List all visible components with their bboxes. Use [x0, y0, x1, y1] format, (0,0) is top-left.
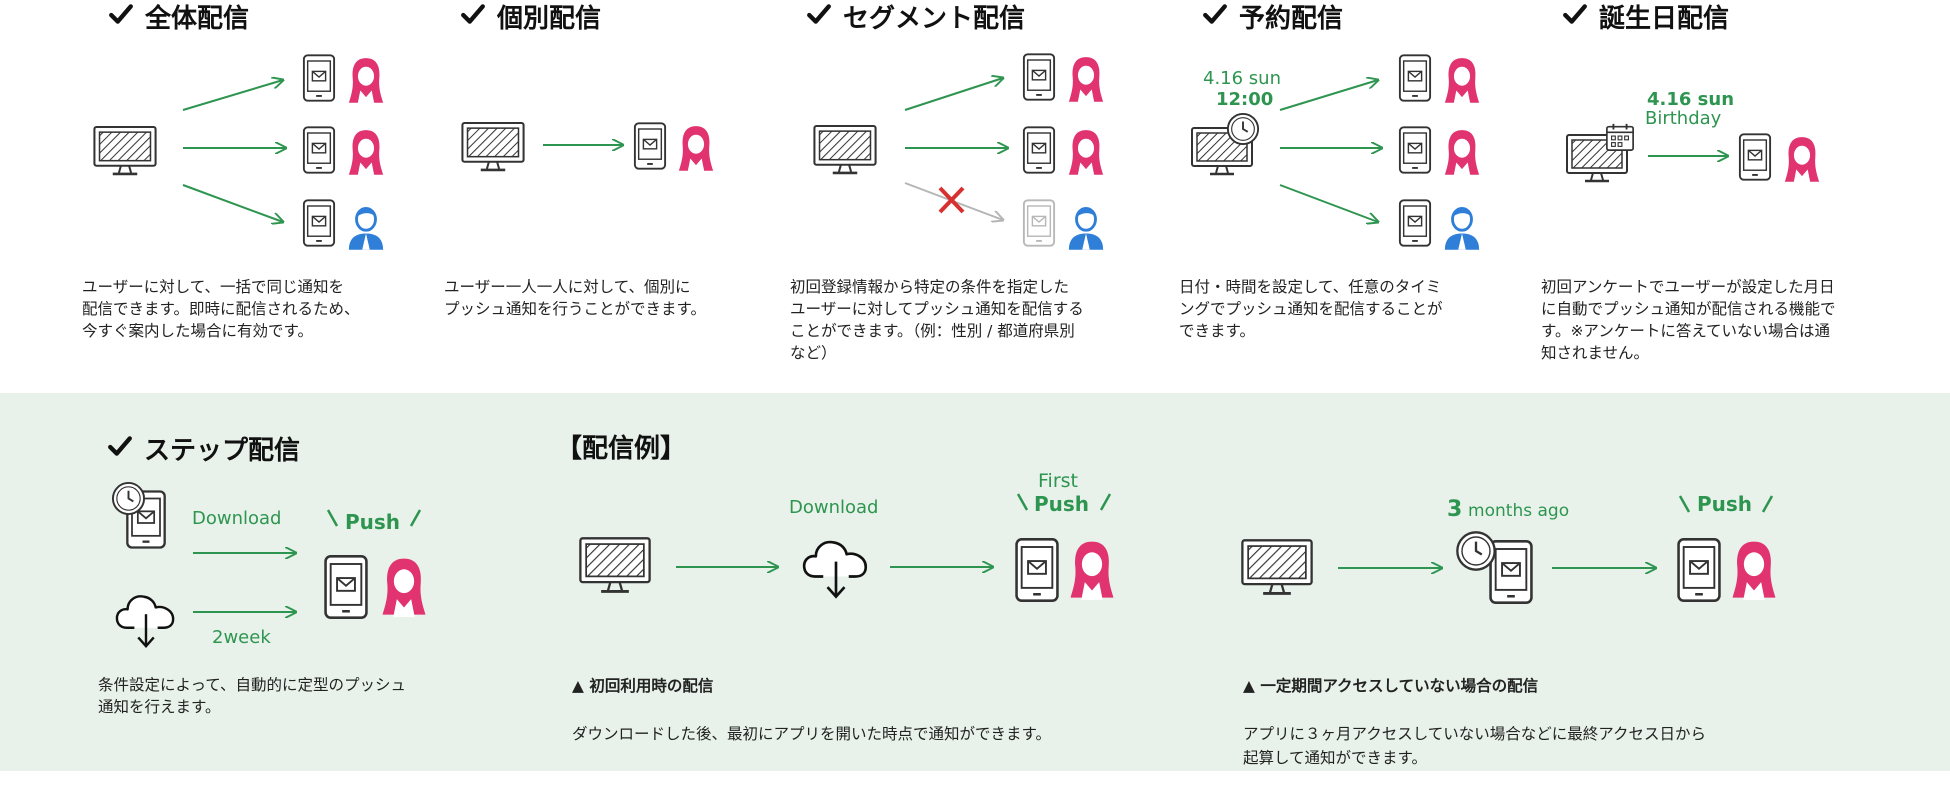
title-step-delivery: ステップ配信 — [144, 436, 301, 466]
birthday-label: Birthday — [1645, 108, 1722, 129]
example2-months-text: months ago — [1468, 501, 1570, 521]
scheduled-time: 12:00 — [1216, 89, 1274, 110]
check-icon — [1205, 6, 1225, 21]
woman-avatar-icon — [1444, 58, 1480, 105]
example2-months-number: 3 — [1447, 497, 1463, 522]
example2-caption-head: ▲ 一定期間アクセスしていない場合の配信 — [1243, 677, 1539, 695]
check-icon — [110, 438, 130, 453]
monitor-icon — [461, 121, 525, 172]
desc-scheduled-delivery: 日付・時間を設定して、任意のタイミ ングでプッシュ通知を配信することが できます… — [1179, 278, 1443, 340]
cloud-download-icon — [802, 540, 868, 599]
monitor-icon — [93, 125, 157, 176]
woman-avatar-icon — [1784, 137, 1820, 184]
phone-mail-icon — [1398, 126, 1432, 174]
check-icon — [463, 6, 483, 21]
title-examples: 【配信例】 — [556, 434, 687, 464]
birthday-date: 4.16 sun — [1647, 89, 1735, 110]
example1-caption-head: ▲ 初回利用時の配信 — [572, 677, 714, 695]
phone-mail-icon-disabled — [1022, 199, 1056, 247]
check-icon — [111, 6, 131, 21]
desc-birthday-delivery: 初回アンケートでユーザーが設定した月日 に自動でプッシュ通知が配信される機能で … — [1541, 278, 1836, 362]
phone-icon — [1489, 539, 1533, 605]
woman-avatar-icon — [1068, 57, 1104, 104]
woman-avatar-icon — [348, 58, 384, 105]
title-scheduled-delivery: 予約配信 — [1239, 4, 1344, 34]
step-download-label: Download — [192, 508, 282, 529]
push-burst-icon — [1016, 493, 1112, 511]
monitor-icon — [578, 536, 652, 593]
title-birthday-delivery: 誕生日配信 — [1599, 4, 1730, 34]
phone-mail-icon — [1022, 53, 1056, 101]
step-push-label: Push — [345, 510, 401, 534]
phone-mail-icon — [1022, 126, 1056, 174]
title-segment-delivery: セグメント配信 — [843, 4, 1026, 34]
example1-caption-text: ダウンロードした後、最初にアプリを開いた時点で通知ができます。 — [572, 725, 1051, 743]
cross-icon — [938, 186, 965, 214]
phone-mail-icon — [302, 126, 336, 174]
man-avatar-icon — [347, 206, 385, 250]
check-icon — [809, 6, 829, 21]
woman-avatar-icon — [1070, 541, 1114, 600]
calendar-icon — [1605, 122, 1635, 152]
woman-avatar-icon — [678, 126, 714, 173]
phone-mail-icon — [1398, 54, 1432, 102]
woman-avatar-icon — [1444, 130, 1480, 177]
phone-mail-icon — [1015, 537, 1059, 603]
diagram-artwork — [93, 0, 1820, 648]
example2-caption-text: アプリに３ヶ月アクセスしていない場合などに最終アクセス日から 起算して通知ができ… — [1243, 725, 1706, 767]
woman-avatar-icon — [1068, 130, 1104, 177]
desc-individual-delivery: ユーザー一人一人に対して、個別に プッシュ通知を行うことができます。 — [444, 278, 706, 318]
example2-push-label: Push — [1697, 492, 1753, 516]
push-burst-icon — [1678, 495, 1774, 513]
monitor-icon — [813, 124, 877, 175]
example1-push-label: Push — [1034, 492, 1090, 516]
example1-download-label: Download — [789, 497, 879, 518]
example1-first-label: First — [1038, 470, 1078, 492]
example2-months-label: 3 months ago — [1447, 497, 1569, 522]
phone-mail-icon — [1398, 199, 1432, 247]
phone-mail-icon — [302, 199, 336, 247]
example1-caption: ▲ 初回利用時の配信 ダウンロードした後、最初にアプリを開いた時点で通知ができま… — [572, 650, 1172, 770]
clock-icon — [111, 481, 146, 516]
phone-mail-icon — [1677, 537, 1721, 603]
step-interval-label: 2week — [212, 627, 271, 648]
cloud-download-icon — [115, 595, 175, 648]
phone-mail-icon — [1738, 133, 1772, 181]
desc-all-delivery: ユーザーに対して、一括で同じ通知を 配信できます。即時に配信されるため、 今すぐ… — [82, 278, 360, 340]
phone-mail-icon — [302, 54, 336, 102]
woman-avatar-icon — [382, 558, 426, 617]
phone-mail-icon — [324, 554, 368, 620]
push-burst-icon — [326, 509, 422, 527]
desc-step-delivery: 条件設定によって、自動的に定型のプッシュ 通知を行えます。 — [98, 676, 406, 716]
title-all-delivery: 全体配信 — [145, 4, 250, 34]
man-avatar-icon — [1443, 206, 1481, 250]
example2-caption: ▲ 一定期間アクセスしていない場合の配信 アプリに３ヶ月アクセスしていない場合な… — [1243, 650, 1863, 794]
desc-segment-delivery: 初回登録情報から特定の条件を指定した ユーザーに対してプッシュ通知を配信する こ… — [790, 278, 1084, 362]
check-icon — [1565, 6, 1585, 21]
phone-mail-icon — [633, 122, 667, 170]
scheduled-date: 4.16 sun — [1203, 68, 1281, 89]
woman-avatar-icon — [348, 130, 384, 177]
title-individual-delivery: 個別配信 — [497, 4, 602, 34]
monitor-icon — [1240, 538, 1314, 595]
clock-icon — [1226, 112, 1260, 146]
man-avatar-icon — [1067, 206, 1105, 250]
woman-avatar-icon — [1732, 541, 1776, 600]
clock-icon — [1456, 531, 1496, 571]
